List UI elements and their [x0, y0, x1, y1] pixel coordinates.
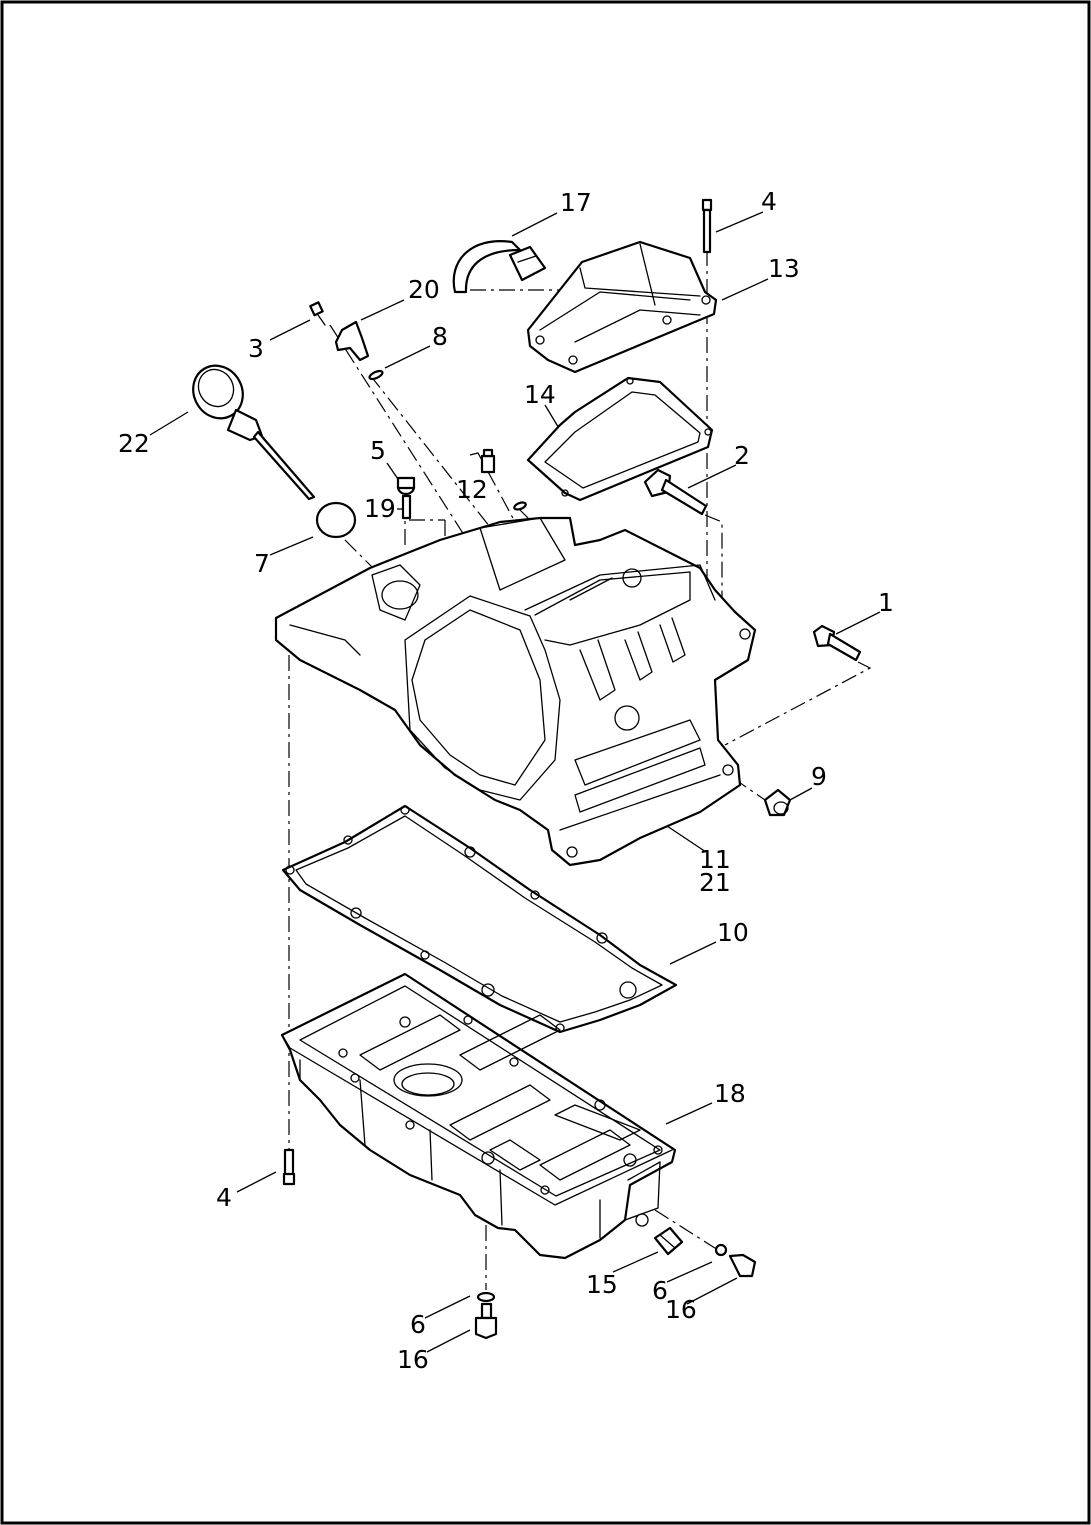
screw-3	[309, 301, 326, 326]
callout-11: 11	[699, 845, 731, 874]
callout-20: 20	[408, 275, 440, 304]
callout-1: 1	[878, 588, 894, 617]
drain-plug-16-side	[728, 1253, 757, 1278]
callout-16-bottom: 16	[397, 1345, 429, 1374]
switch-12	[480, 448, 527, 511]
fitting-15	[653, 1226, 684, 1256]
callout-22: 22	[118, 429, 150, 458]
callout-6-side: 6	[652, 1276, 668, 1305]
callout-15: 15	[586, 1270, 618, 1299]
o-ring-7	[315, 501, 357, 539]
callout-7: 7	[254, 549, 270, 578]
callout-17: 17	[560, 188, 592, 217]
transmission-housing-11	[274, 516, 757, 867]
callout-4-top: 4	[761, 187, 777, 216]
callout-13: 13	[768, 254, 800, 283]
callout-4-bottom: 4	[216, 1183, 232, 1212]
top-cover-13	[526, 240, 718, 374]
leader-lines	[149, 211, 881, 1353]
oil-pan-18	[280, 972, 677, 1260]
callout-5: 5	[370, 436, 386, 465]
callout-9: 9	[811, 762, 827, 791]
nut-5	[396, 476, 416, 496]
callout-2: 2	[734, 441, 750, 470]
callout-19: 19	[364, 494, 396, 523]
callout-16-side: 16	[665, 1295, 697, 1324]
sensor-20	[334, 320, 370, 362]
callout-6-bottom: 6	[410, 1310, 426, 1339]
breather-hose-17	[452, 240, 547, 294]
oil-pan-gasket-10	[281, 804, 678, 1034]
callout-3: 3	[248, 334, 264, 363]
top-cover-gasket-14	[526, 376, 714, 502]
plug-9	[763, 788, 792, 817]
oil-pan-bolt-4	[282, 1148, 296, 1186]
callout-18: 18	[714, 1079, 746, 1108]
drain-plug-16-bottom	[474, 1302, 498, 1340]
dipstick-22	[192, 364, 316, 501]
o-ring-8	[368, 369, 384, 381]
flange-bolt-1	[812, 624, 862, 662]
callout-21: 21	[699, 868, 731, 897]
top-cover-bolt-4	[701, 198, 713, 254]
stud-19	[401, 494, 412, 520]
callout-8: 8	[432, 322, 448, 351]
callout-numbers: 17 4 13 20 3 8 14 22 5 2 12 19 7 1 9 11 …	[118, 187, 894, 1374]
assembly-centerlines	[288, 250, 872, 1290]
callout-12: 12	[456, 475, 488, 504]
o-ring-6-side	[714, 1243, 728, 1257]
o-ring-6-bottom	[476, 1291, 496, 1303]
callout-14: 14	[524, 380, 556, 409]
flange-bolt-2	[643, 468, 708, 516]
callout-10: 10	[717, 918, 749, 947]
